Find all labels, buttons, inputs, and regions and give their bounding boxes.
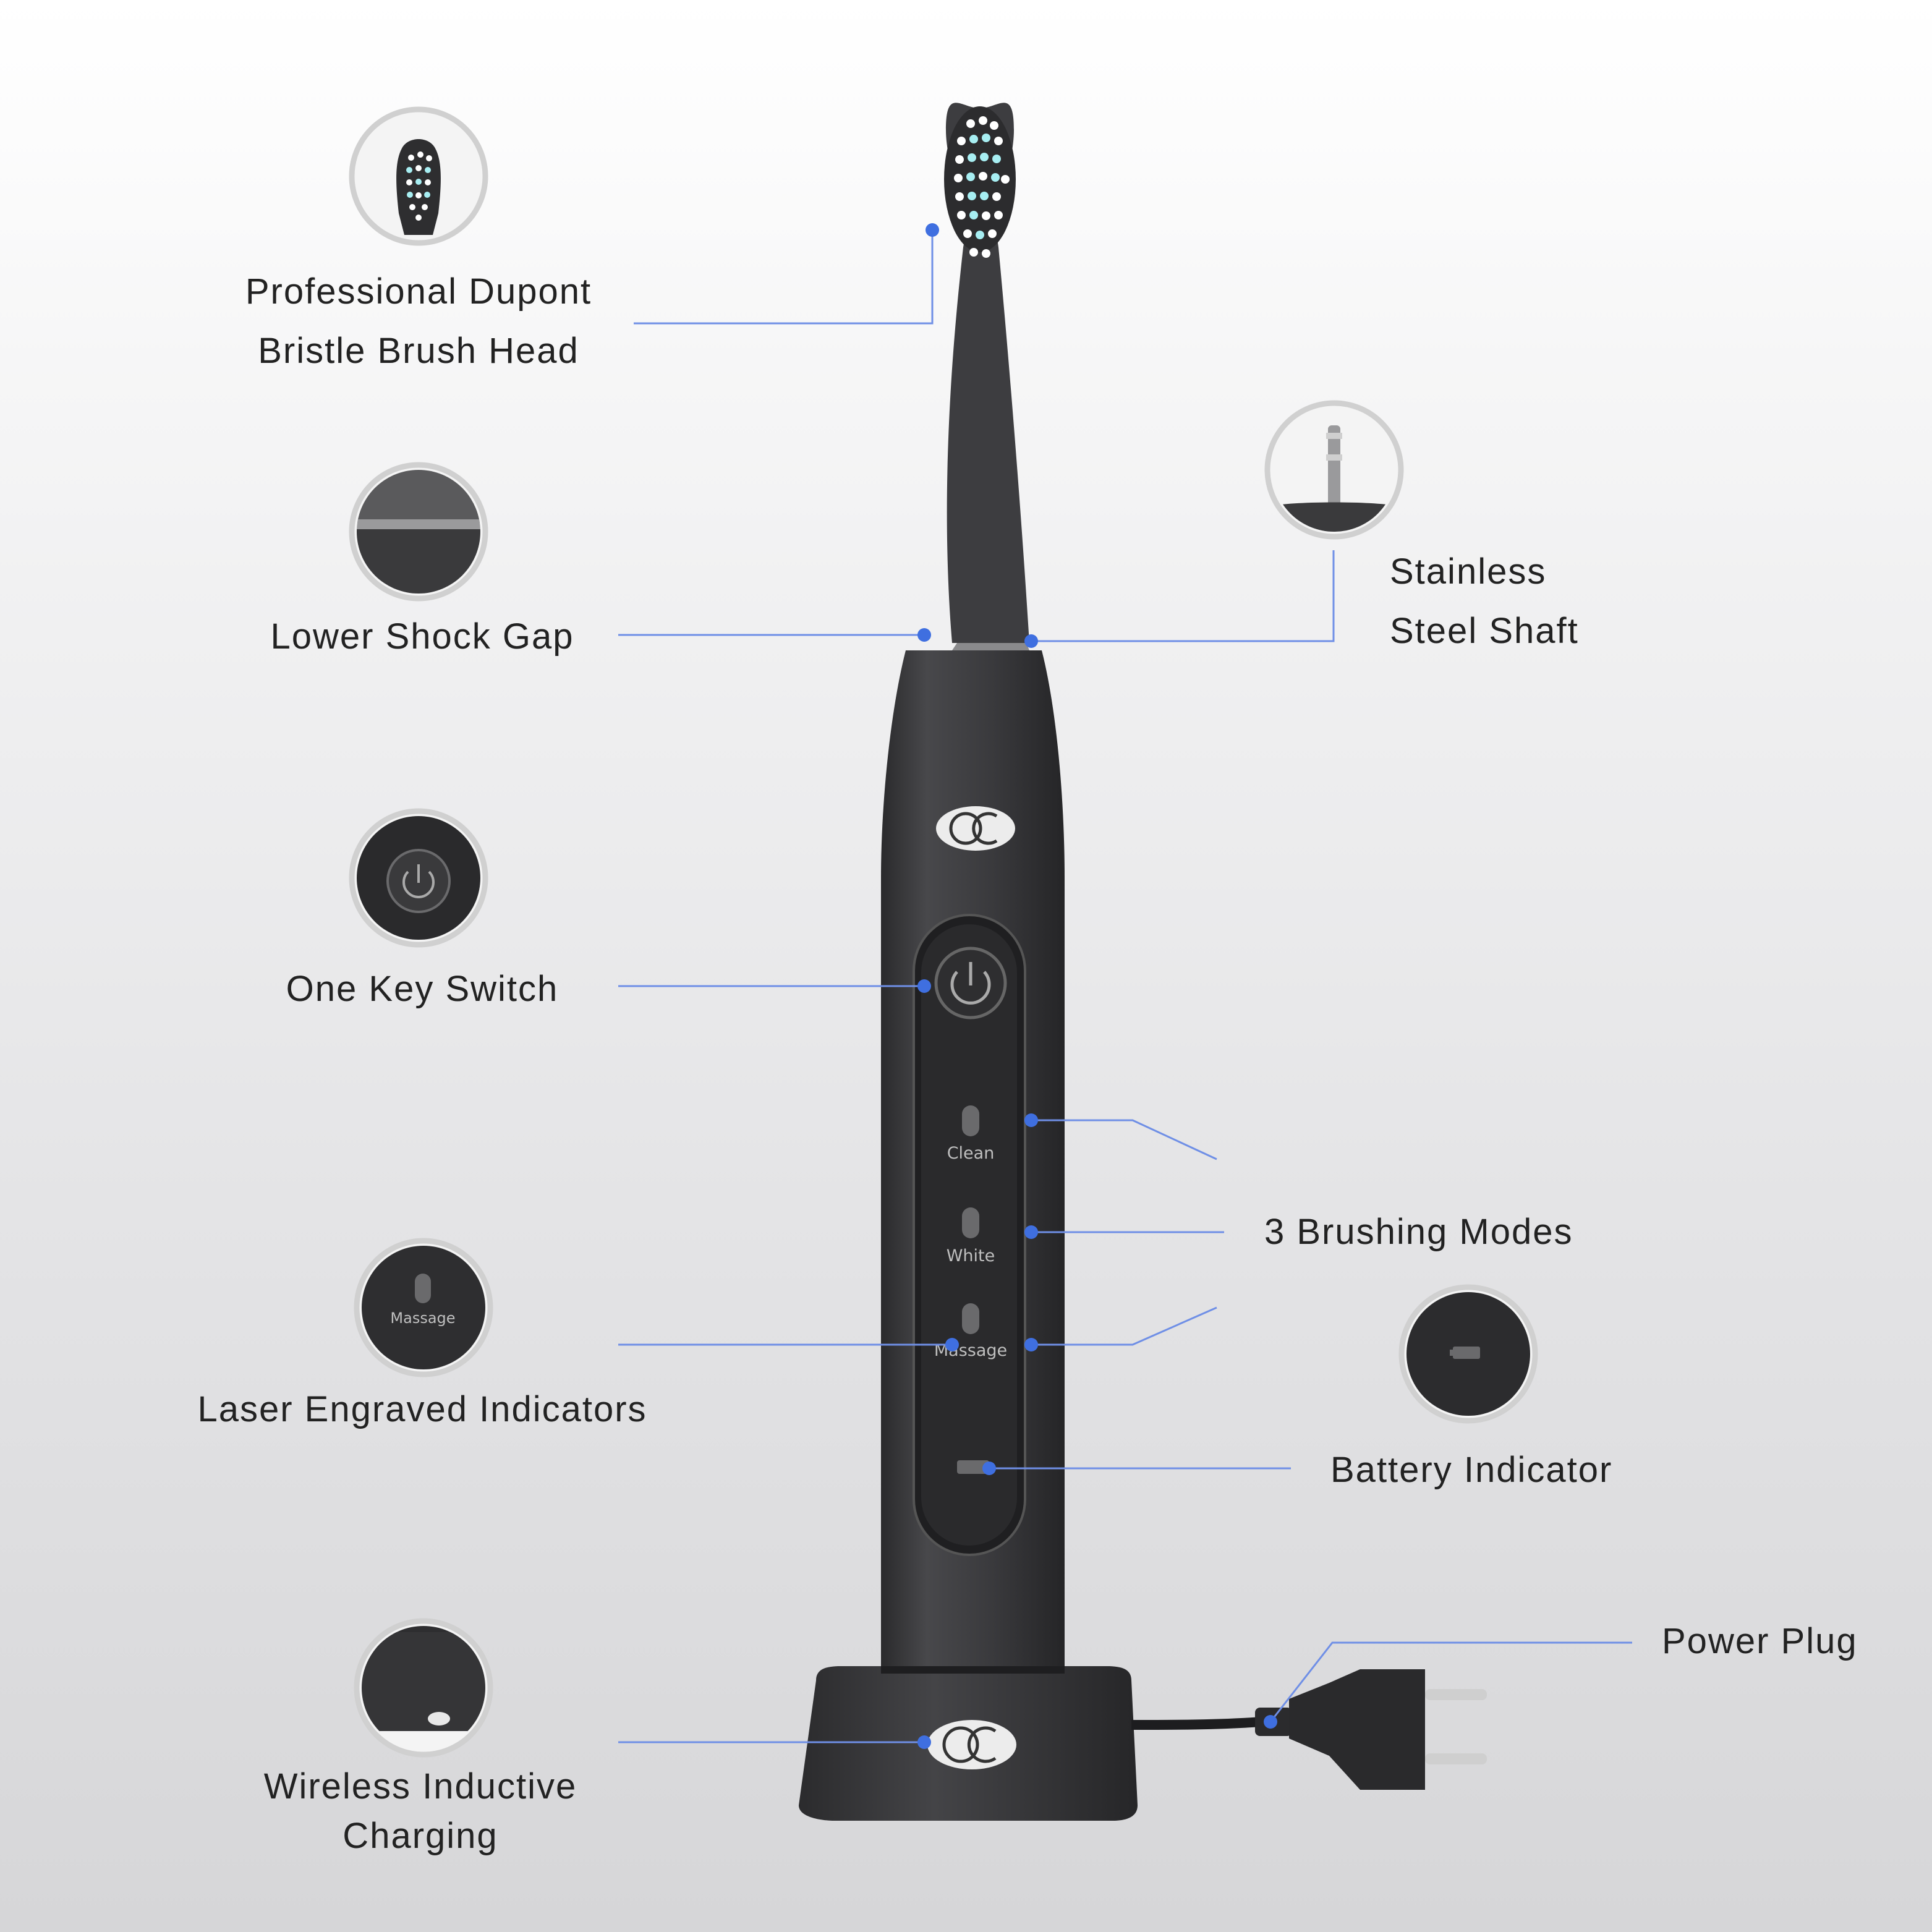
charging-base-icon	[354, 1618, 493, 1758]
brush-head	[944, 103, 1029, 650]
indicator-icon: Massage	[354, 1238, 493, 1377]
thumb-engraved-massage: Massage	[390, 1309, 455, 1327]
engraved-clean: Clean	[947, 1144, 995, 1163]
battery-thumb-icon	[1398, 1284, 1538, 1424]
charging-base	[799, 1666, 1138, 1821]
label-shock-gap: Lower Shock Gap	[270, 616, 574, 657]
power-plug	[1131, 1669, 1487, 1790]
brush-handle	[881, 650, 1065, 1682]
label-laser-indicators: Laser Engraved Indicators	[197, 1389, 647, 1429]
power-icon	[349, 808, 488, 948]
callout-lines	[618, 230, 1632, 1743]
mode-indicator-clean: Clean	[947, 1105, 995, 1163]
engraved-white: White	[947, 1246, 995, 1266]
label-brush-head-line1: Professional Dupont	[245, 271, 592, 312]
mode-indicator-white: White	[947, 1207, 995, 1266]
base-logo-icon	[927, 1720, 1016, 1769]
label-one-key-switch: One Key Switch	[286, 969, 559, 1009]
label-battery-indicator: Battery Indicator	[1330, 1450, 1613, 1490]
label-wireless-charging: Wireless Inductive Charging	[264, 1762, 577, 1861]
label-brushing-modes: 3 Brushing Modes	[1264, 1212, 1573, 1252]
label-steel-shaft-line1: Stainless	[1390, 551, 1547, 592]
brush-head-icon	[349, 106, 488, 246]
label-steel-shaft: Stainless Steel Shaft	[1390, 542, 1579, 661]
label-power-plug: Power Plug	[1662, 1621, 1858, 1661]
label-brush-head-line2: Bristle Brush Head	[258, 331, 579, 371]
label-wireless-charging-line2: Charging	[343, 1816, 498, 1856]
mode-indicator-massage: Massage	[934, 1303, 1007, 1360]
steel-shaft-icon	[1264, 400, 1404, 540]
bristles	[954, 116, 1010, 258]
shock-gap-icon	[349, 462, 488, 602]
label-wireless-charging-line1: Wireless Inductive	[263, 1766, 577, 1806]
logo-icon	[936, 806, 1015, 851]
label-steel-shaft-line2: Steel Shaft	[1390, 611, 1579, 651]
callout-dots	[917, 223, 1277, 1749]
power-button[interactable]	[934, 947, 1007, 1019]
label-brush-head: Professional Dupont Bristle Brush Head	[245, 262, 592, 381]
